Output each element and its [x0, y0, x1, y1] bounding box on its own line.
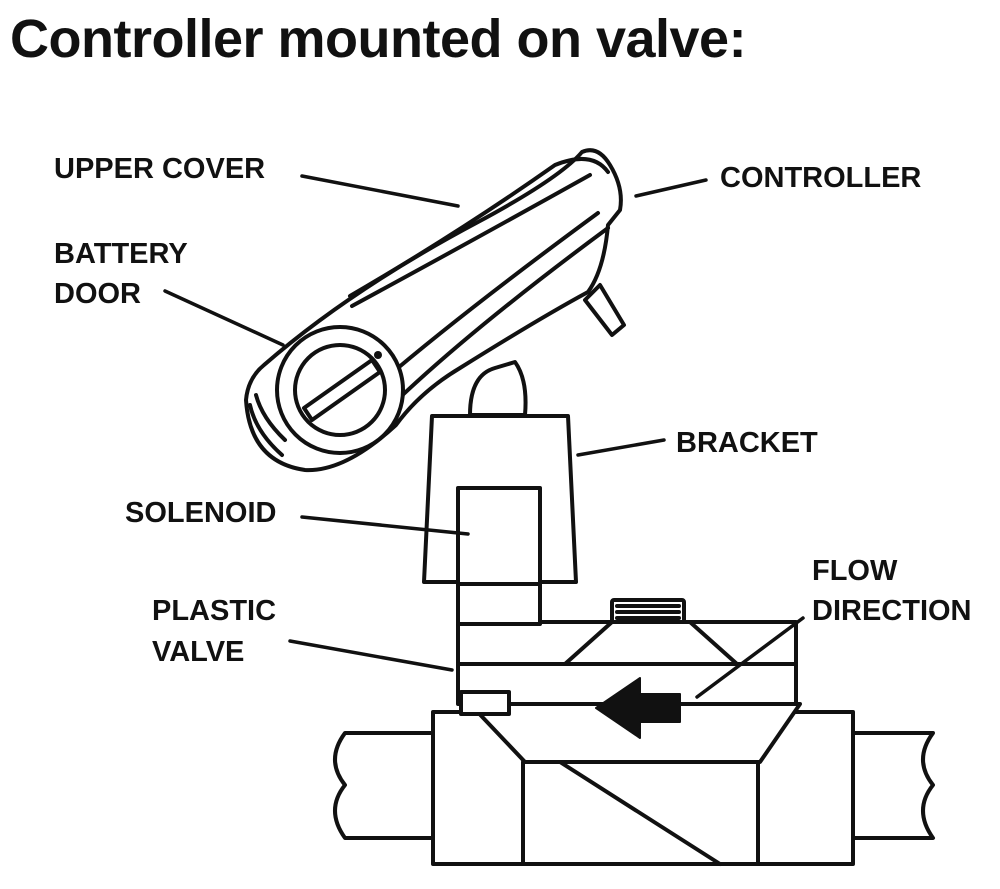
valve-dome [563, 620, 739, 666]
label-flow-direction-line2: DIRECTION [812, 595, 972, 627]
solenoid [456, 580, 542, 626]
battery-door [275, 325, 405, 455]
valve-tab [459, 690, 511, 716]
leader-upper-cover [300, 174, 460, 208]
plastic-valve [431, 598, 855, 866]
controller-pedestal [468, 360, 528, 417]
leader-flow-direction [695, 616, 805, 699]
page-title: Controller mounted on valve: [10, 9, 747, 69]
flow-arrow-icon [595, 677, 681, 739]
label-flow-direction-line1: FLOW [812, 555, 898, 587]
leader-solenoid [300, 515, 470, 536]
leader-plastic-valve [288, 639, 454, 672]
label-bracket: BRACKET [676, 427, 818, 459]
battery-door-dot [374, 351, 382, 359]
label-controller: CONTROLLER [720, 162, 921, 194]
label-upper-cover: UPPER COVER [54, 153, 265, 185]
leader-battery-door [163, 289, 285, 347]
solenoid-body [456, 486, 542, 586]
label-plastic-valve-line1: PLASTIC [152, 595, 276, 627]
label-battery-door-line2: DOOR [54, 278, 141, 310]
leader-controller [634, 178, 708, 198]
leader-bracket [576, 438, 666, 457]
solenoid-base [456, 580, 542, 626]
label-solenoid: SOLENOID [125, 497, 276, 529]
pipe [333, 731, 935, 840]
controller-fin [583, 283, 626, 337]
label-battery-door-line1: BATTERY [54, 238, 188, 270]
label-plastic-valve-line2: VALVE [152, 636, 244, 668]
leader-lines [163, 174, 805, 699]
